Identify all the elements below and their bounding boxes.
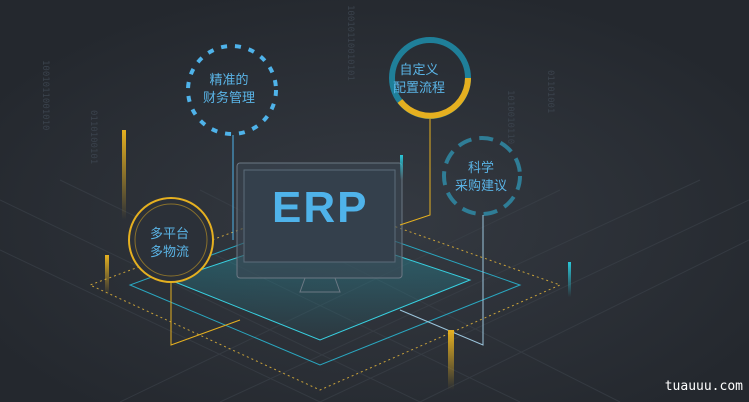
feature-finance: 精准的 财务管理 xyxy=(203,72,255,108)
ring-process-accent xyxy=(397,77,471,119)
erp-title: ERP xyxy=(272,183,369,232)
monitor xyxy=(236,162,403,293)
binary-column: 01101001 xyxy=(545,70,555,114)
feature-line: 自定义 xyxy=(399,63,439,78)
ring-platform xyxy=(128,197,214,283)
binary-column: 1001011001010 xyxy=(40,60,50,131)
binary-column: 1010010110 xyxy=(505,90,515,145)
feature-process: 自定义 配置流程 xyxy=(393,62,445,98)
feature-purchase: 科学 采购建议 xyxy=(455,160,507,196)
feature-line: 多平台 xyxy=(150,227,190,242)
ring-finance xyxy=(186,44,278,136)
binary-column: 10010110010101 xyxy=(345,5,355,81)
ring-purchase xyxy=(442,136,522,216)
feature-platform: 多平台 多物流 xyxy=(150,226,189,262)
light-bars xyxy=(105,130,571,390)
watermark: tuauuu.com xyxy=(664,379,743,394)
feature-line: 科学 xyxy=(468,161,495,176)
feature-line: 财务管理 xyxy=(203,91,256,106)
feature-line: 多物流 xyxy=(150,245,190,260)
binary-column: 0110100101 xyxy=(88,110,98,165)
feature-line: 采购建议 xyxy=(455,179,508,194)
connector-lines xyxy=(170,118,484,346)
feature-line: 配置流程 xyxy=(393,81,446,96)
feature-line: 精准的 xyxy=(209,73,249,88)
